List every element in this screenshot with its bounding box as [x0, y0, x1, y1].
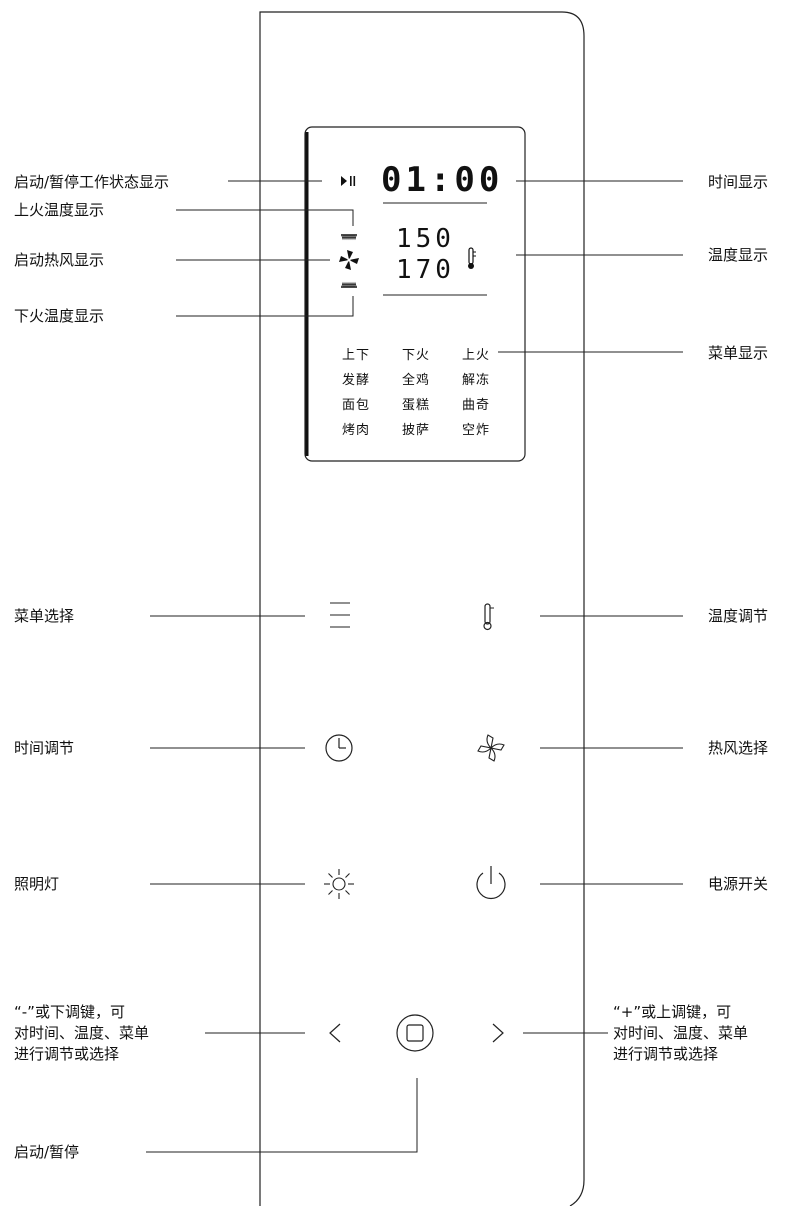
temp-lower-readout: 170: [396, 255, 455, 285]
panel-outline: [259, 11, 585, 1206]
leader-bottom-heat: [176, 296, 354, 317]
menu-item: 烤肉: [342, 423, 371, 438]
label-temp-display: 温度显示: [708, 246, 769, 264]
label-start-pause: 启动/暂停: [14, 1143, 80, 1161]
label-menu-display: 菜单显示: [708, 344, 769, 362]
fan-icon: [339, 250, 359, 270]
label-start-pause-status: 启动/暂停工作状态显示: [14, 173, 170, 191]
menu-item: 上火: [462, 348, 491, 363]
label-time-display: 时间显示: [708, 173, 769, 191]
label-plus-key: “+”或上调键，可 对时间、温度、菜单 进行调节或选择: [613, 1003, 749, 1063]
convection-fan-icon[interactable]: [477, 734, 505, 762]
label-menu-select: 菜单选择: [14, 607, 75, 625]
menu-item: 发酵: [342, 373, 371, 388]
bottom-heat-icon: [341, 281, 357, 288]
label-bottom-heat-temp: 下火温度显示: [14, 307, 105, 325]
power-icon[interactable]: [476, 866, 506, 900]
leader-top-heat: [176, 209, 354, 226]
label-temp-adjust: 温度调节: [708, 607, 769, 625]
time-readout: 01:00: [381, 160, 504, 200]
sun-icon[interactable]: [324, 869, 354, 899]
label-convection-display: 启动热风显示: [14, 251, 105, 269]
label-top-heat-temp: 上火温度显示: [14, 201, 105, 219]
thermometer-icon: [468, 247, 476, 269]
temp-adjust-thermometer-icon[interactable]: [483, 603, 494, 631]
leader-start-pause: [146, 1078, 418, 1153]
menu-item: 蛋糕: [402, 398, 431, 413]
menu-lines-icon[interactable]: [330, 602, 350, 628]
label-time-adjust: 时间调节: [14, 739, 75, 757]
label-minus-key: “-”或下调键，可 对时间、温度、菜单 进行调节或选择: [14, 1003, 150, 1063]
clock-icon[interactable]: [325, 734, 353, 762]
play-pause-icon: [341, 176, 356, 186]
temp-upper-readout: 150: [396, 224, 455, 254]
label-power: 电源开关: [708, 875, 769, 893]
stop-square-icon[interactable]: [396, 1014, 434, 1052]
menu-item: 上下: [342, 348, 371, 363]
menu-item: 全鸡: [402, 373, 431, 388]
menu-item: 面包: [342, 398, 371, 413]
label-light: 照明灯: [14, 875, 60, 893]
menu-item: 空炸: [462, 423, 491, 438]
top-heat-icon: [341, 234, 357, 241]
menu-item: 披萨: [402, 423, 431, 438]
display-screen-frame: [304, 126, 526, 462]
label-convection-select: 热风选择: [708, 739, 769, 757]
menu-item: 下火: [402, 348, 431, 363]
menu-item: 曲奇: [462, 398, 491, 413]
chevron-right-icon[interactable]: [492, 1023, 504, 1043]
chevron-left-icon[interactable]: [329, 1023, 341, 1043]
menu-item: 解冻: [462, 373, 491, 388]
